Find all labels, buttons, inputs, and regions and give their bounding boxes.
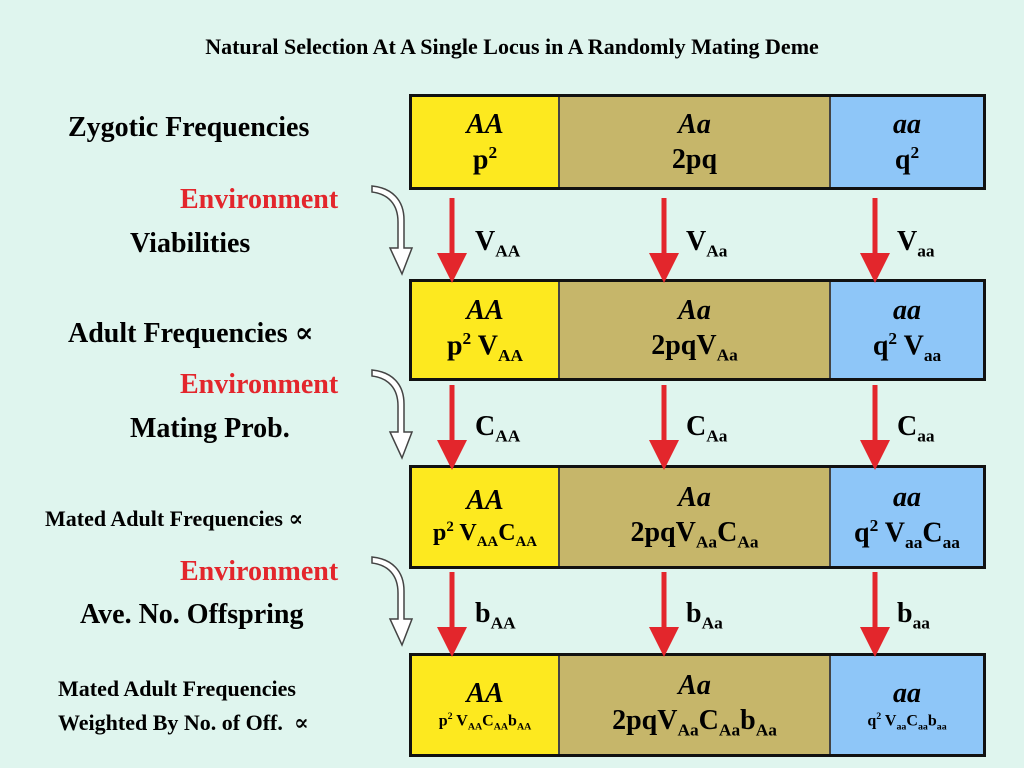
genotype-AA: AA	[466, 108, 504, 140]
freq-Aa: 2pq	[671, 144, 718, 175]
proportional-symbol: ∝	[294, 318, 314, 349]
freq-aa: q2	[894, 142, 920, 176]
cell-AA: AA p2 VAACAA	[412, 468, 560, 566]
environment-label-1: Environment	[180, 184, 339, 215]
genotype-aa: aa	[893, 108, 921, 140]
cell-Aa: Aa 2pqVAa	[560, 282, 831, 378]
mated-adult-frequencies-label: Mated Adult Frequencies ∝	[45, 506, 304, 531]
factor-b-Aa: bAa	[686, 598, 723, 633]
weighted-row: AA p2 VAACAAbAA Aa 2pqVAaCAabAa aa q2 Va…	[409, 653, 986, 757]
weighted-label-line1: Mated Adult Frequencies	[58, 676, 296, 701]
cell-aa: aa q2 VaaCaabaa	[831, 656, 983, 754]
cell-aa: aa q2 Vaa	[831, 282, 983, 378]
factor-C-Aa: CAa	[686, 411, 728, 446]
cell-Aa: Aa 2pqVAaCAabAa	[560, 656, 831, 754]
factor-b-AA: bAA	[475, 598, 516, 633]
zygotic-frequencies-label: Zygotic Frequencies	[68, 112, 310, 143]
weighted-label-line2: Weighted By No. of Off. ∝	[58, 710, 309, 735]
factor-b-aa: baa	[897, 598, 930, 633]
cell-Aa: Aa 2pqVAaCAa	[560, 468, 831, 566]
cell-aa: aa q2 VaaCaa	[831, 468, 983, 566]
curved-arrow-2	[371, 369, 414, 460]
mated-adult-row: AA p2 VAACAA Aa 2pqVAaCAa aa q2 VaaCaa	[409, 465, 986, 569]
adult-frequencies-label: Adult Frequencies ∝	[68, 318, 314, 349]
environment-label-2: Environment	[180, 369, 339, 400]
zygotic-row: AA p2 Aa 2pq aa q2	[409, 94, 986, 190]
adult-row: AA p2 VAA Aa 2pqVAa aa q2 Vaa	[409, 279, 986, 381]
curved-arrow-3	[371, 556, 414, 647]
factor-V-AA: VAA	[475, 226, 521, 261]
cell-aa: aa q2	[831, 97, 983, 187]
factor-V-aa: Vaa	[897, 226, 935, 261]
mating-prob-label: Mating Prob.	[130, 413, 290, 444]
genotype-Aa: Aa	[678, 109, 711, 140]
factor-C-aa: Caa	[897, 411, 935, 446]
viabilities-label: Viabilities	[130, 228, 251, 259]
cell-AA: AA p2	[412, 97, 560, 187]
factor-C-AA: CAA	[475, 411, 521, 446]
curved-arrow-1	[371, 185, 414, 276]
ave-no-offspring-label: Ave. No. Offspring	[80, 599, 304, 630]
environment-label-3: Environment	[180, 556, 339, 587]
page-title: Natural Selection At A Single Locus in A…	[205, 34, 819, 59]
factor-V-Aa: VAa	[686, 226, 728, 261]
cell-AA: AA p2 VAACAAbAA	[412, 656, 560, 754]
cell-Aa: Aa 2pq	[560, 97, 831, 187]
freq-AA: p2	[472, 142, 498, 176]
cell-AA: AA p2 VAA	[412, 282, 560, 378]
